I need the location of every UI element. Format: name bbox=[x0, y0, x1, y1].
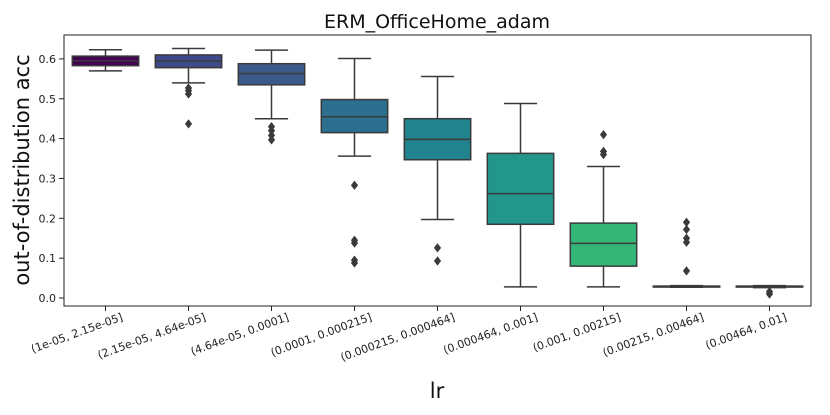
y-tick-label: 0.6 bbox=[39, 53, 57, 66]
plot-frame bbox=[63, 34, 812, 307]
outlier-point bbox=[433, 243, 442, 253]
box-iqr bbox=[486, 152, 555, 226]
y-tick-label: 0.3 bbox=[39, 172, 57, 185]
outlier-point bbox=[682, 224, 691, 235]
outlier-point bbox=[433, 256, 442, 266]
x-tick-label: (0.000464, 0.001] bbox=[442, 311, 540, 357]
outlier-point bbox=[267, 135, 276, 145]
chart-title: ERM_OfficeHome_adam bbox=[324, 11, 550, 33]
outlier-point bbox=[682, 217, 691, 227]
y-tick-label: 0.5 bbox=[39, 93, 57, 106]
x-axis-label: lr bbox=[430, 379, 445, 403]
y-tick-label: 0.4 bbox=[39, 133, 57, 146]
outlier-point bbox=[184, 119, 193, 129]
outlier-point bbox=[599, 149, 608, 160]
outlier-point bbox=[599, 129, 608, 140]
box-iqr bbox=[569, 222, 638, 267]
outlier-point bbox=[682, 237, 691, 247]
outlier-point bbox=[682, 266, 691, 276]
x-tick-label: (0.00464, 0.01] bbox=[704, 311, 789, 352]
y-axis-label: out-of-distribution acc bbox=[10, 54, 34, 285]
outlier-point bbox=[350, 238, 359, 248]
plot-area: 0.00.10.20.30.40.50.6(1e-05, 2.15e-05](2… bbox=[29, 34, 812, 364]
outlier-point bbox=[350, 258, 359, 268]
y-tick-label: 0.1 bbox=[39, 252, 57, 265]
y-tick-label: 0.2 bbox=[39, 212, 57, 225]
outlier-point bbox=[184, 89, 193, 99]
y-tick-label: 0.0 bbox=[39, 292, 57, 305]
outlier-point bbox=[765, 289, 774, 299]
outlier-point bbox=[350, 180, 359, 190]
outlier-point bbox=[267, 125, 276, 136]
